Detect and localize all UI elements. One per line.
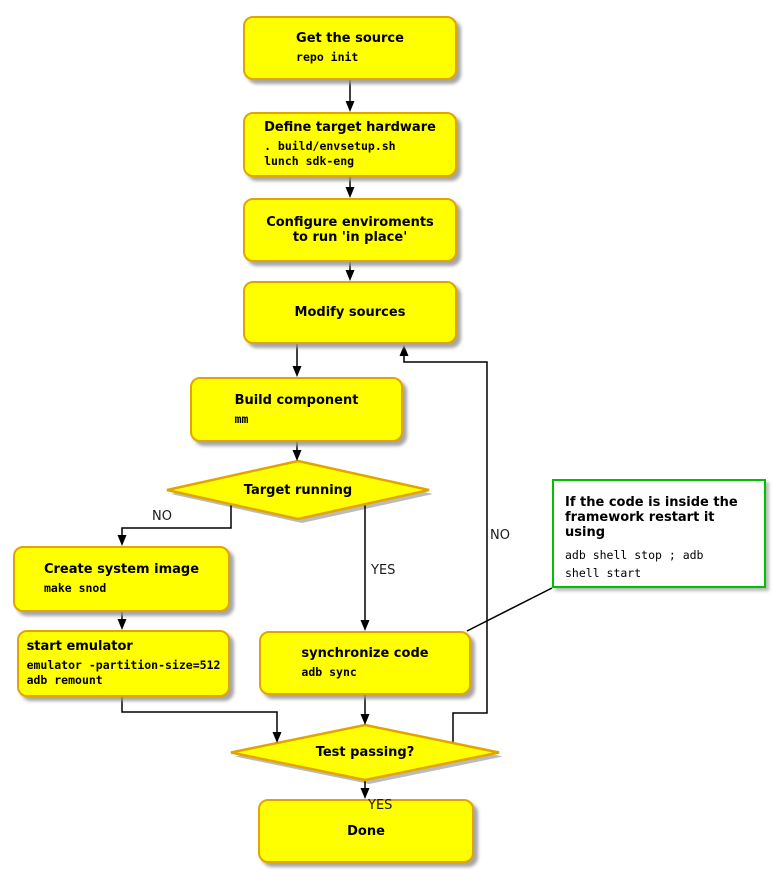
node-code: lunch sdk-eng [264, 154, 355, 168]
node-label: synchronize code adb sync [301, 646, 428, 680]
arrowhead [345, 187, 355, 198]
arrowhead [117, 535, 127, 546]
node-title: Build component [234, 392, 359, 408]
note-connector [466, 587, 553, 632]
node-define-hardware: Define target hardware . build/envsetup.… [243, 112, 457, 177]
node-label: Done [347, 824, 385, 839]
node-code: make snod [43, 581, 107, 595]
node-title: Create system image [43, 562, 200, 577]
arrowhead [345, 270, 355, 281]
node-title: Done [347, 823, 385, 839]
edge-label-no: NO [152, 509, 172, 524]
node-code: . build/envsetup.sh [264, 139, 396, 153]
node-start-emulator: start emulator emulator -partition-size=… [17, 630, 230, 697]
edge-label-yes: YES [371, 563, 396, 578]
node-code: emulator -partition-size=512 [26, 658, 221, 672]
arrowhead [292, 450, 302, 461]
edge-test-no-loop [403, 355, 488, 744]
diamond-test-passing [230, 723, 500, 782]
arrowhead [360, 788, 370, 799]
node-create-system-image: Create system image make snod [13, 546, 230, 612]
node-title: to run 'in place' [292, 230, 408, 245]
arrowhead [272, 732, 282, 743]
arrowhead [399, 345, 409, 356]
node-title: Configure enviroments [266, 215, 434, 230]
arrowhead [117, 619, 127, 630]
node-label: start emulator emulator -partition-size=… [27, 639, 221, 688]
node-code: adb sync [301, 665, 357, 679]
node-code: mm [234, 411, 249, 426]
node-label: Modify sources [295, 305, 406, 320]
edge-label-yes-done: YES [368, 798, 393, 813]
node-label: Build component mm [235, 393, 359, 427]
node-title: start emulator [26, 639, 133, 654]
node-label: Get the source repo init [296, 31, 404, 65]
node-label: Configure enviroments to run 'in place' [266, 215, 434, 245]
node-title: synchronize code [301, 646, 429, 661]
edge-emulator-to-test [121, 697, 278, 734]
node-code: repo init [296, 50, 359, 64]
node-label: Define target hardware . build/envsetup.… [264, 120, 436, 169]
diamond-target-running [166, 459, 430, 521]
arrowhead [360, 620, 370, 631]
node-title: Modify sources [294, 305, 406, 320]
node-code: adb remount [26, 673, 103, 687]
edge-label-no-loop: NO [490, 528, 510, 543]
arrowhead [292, 366, 302, 377]
node-done: Done [258, 799, 474, 863]
node-title: Define target hardware [264, 120, 436, 135]
node-build-component: Build component mm [190, 377, 403, 442]
node-modify-sources: Modify sources [243, 281, 457, 344]
note-code: adb shell stop ; adb [565, 548, 704, 562]
arrowhead [360, 714, 370, 725]
note-framework-restart: If the code is inside the framework rest… [552, 479, 766, 588]
arrowhead [345, 101, 355, 112]
arrowheads [117, 101, 409, 799]
node-configure-environments: Configure enviroments to run 'in place' [243, 198, 457, 262]
node-get-source: Get the source repo init [243, 16, 457, 80]
note-title: If the code is inside the [565, 495, 738, 510]
note-title: framework restart it using [565, 510, 715, 540]
node-synchronize-code: synchronize code adb sync [259, 631, 471, 695]
node-label: Create system image make snod [44, 562, 199, 596]
node-title: Get the source [296, 31, 404, 46]
edge-target-no [121, 504, 232, 537]
note-code: shell start [565, 566, 642, 580]
